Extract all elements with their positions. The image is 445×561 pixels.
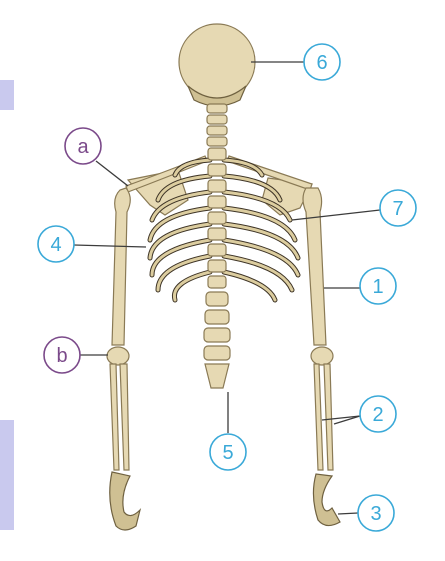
callout-b-text: b [56,345,67,367]
callout-5: 5 [210,434,246,470]
callout-7: 7 [380,190,416,226]
callout-4: 4 [38,226,74,262]
callout-7-text: 7 [392,198,403,220]
callout-3-text: 3 [370,503,381,525]
callout-6-text: 6 [316,52,327,74]
left-shading-band [0,80,14,110]
callout-5-text: 5 [222,442,233,464]
callout-b: b [44,337,80,373]
callout-2: 2 [360,396,396,432]
cervical-spine [207,104,227,146]
callout-1-text: 1 [372,276,383,298]
callout-a: a [65,128,101,164]
left-humerus [112,188,130,345]
callout-3: 3 [358,495,394,531]
left-elbow [107,347,129,365]
callout-2-text: 2 [372,404,383,426]
callout-6: 6 [304,44,340,80]
right-radius [314,364,323,470]
vertebral-column [204,148,230,388]
left-arm [107,188,140,530]
right-elbow [311,347,333,365]
left-shading-band-lower [0,420,14,530]
callout-4-text: 4 [50,234,61,256]
callout-a-text: a [77,136,89,158]
right-hand [313,474,340,526]
left-ulna [120,364,129,470]
right-arm [303,188,340,526]
right-ulna [324,364,333,470]
left-hand [110,472,140,530]
right-humerus [303,188,326,345]
callout-1: 1 [360,268,396,304]
left-radius [110,364,119,470]
